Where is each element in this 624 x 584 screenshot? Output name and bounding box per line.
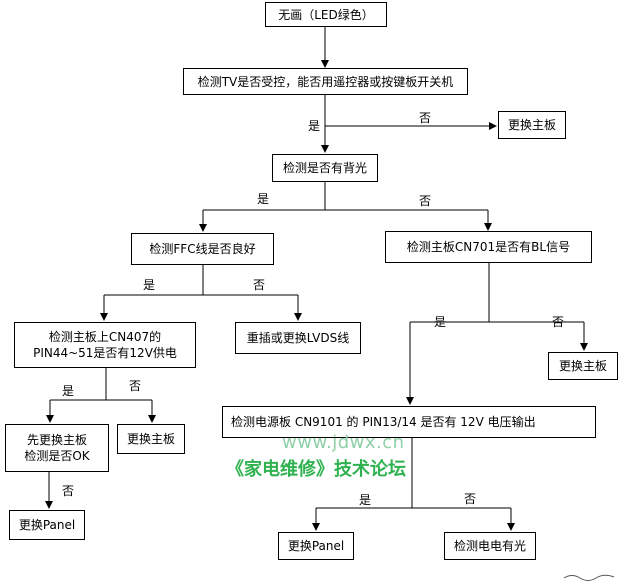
- label-no-backlight: 否: [419, 194, 432, 208]
- node-start: 无画（LED绿色）: [265, 2, 387, 27]
- label-no-check-tv: 否: [419, 111, 432, 125]
- watermark-url: www.jdwx.cn: [282, 432, 405, 453]
- node-check-power-partial: 检测电电有光: [444, 532, 536, 560]
- node-replace-board-3: 更换主板: [117, 424, 185, 454]
- node-replace-first: 先更换主板 检测是否OK: [5, 424, 109, 472]
- label-yes-ffc: 是: [143, 278, 156, 292]
- scribble-mark: [563, 574, 615, 581]
- label-yes-check-tv: 是: [308, 119, 321, 133]
- label-yes-cn407: 是: [62, 384, 75, 398]
- node-replace-panel-2: 更换Panel: [278, 532, 354, 560]
- node-check-cn407: 检测主板上CN407的 PIN44~51是否有12V供电: [14, 322, 196, 368]
- node-check-ffc: 检测FFC线是否良好: [131, 233, 274, 265]
- label-no-replace-first: 否: [62, 484, 75, 498]
- node-replace-board-1: 更换主板: [498, 111, 566, 139]
- node-check-power-board: 检测电源板 CN9101 的 PIN13/14 是否有 12V 电压输出: [222, 406, 596, 438]
- label-yes-power: 是: [359, 493, 372, 507]
- watermark-forum: 《家电维修》技术论坛: [226, 459, 406, 480]
- label-yes-backlight: 是: [257, 192, 270, 206]
- node-check-bl-signal: 检测主板CN701是否有BL信号: [385, 231, 592, 263]
- node-replace-panel-1: 更换Panel: [9, 510, 85, 540]
- label-yes-bl: 是: [434, 315, 447, 329]
- label-no-power: 否: [464, 492, 477, 506]
- node-check-tv: 检测TV是否受控，能否用遥控器或按键板开关机: [183, 68, 468, 95]
- node-reinsert-lvds: 重插或更换LVDS线: [235, 322, 361, 354]
- node-check-backlight: 检测是否有背光: [272, 154, 378, 182]
- label-no-ffc: 否: [253, 278, 266, 292]
- label-no-bl: 否: [552, 315, 565, 329]
- label-no-cn407: 否: [129, 379, 142, 393]
- node-replace-board-2: 更换主板: [548, 352, 618, 380]
